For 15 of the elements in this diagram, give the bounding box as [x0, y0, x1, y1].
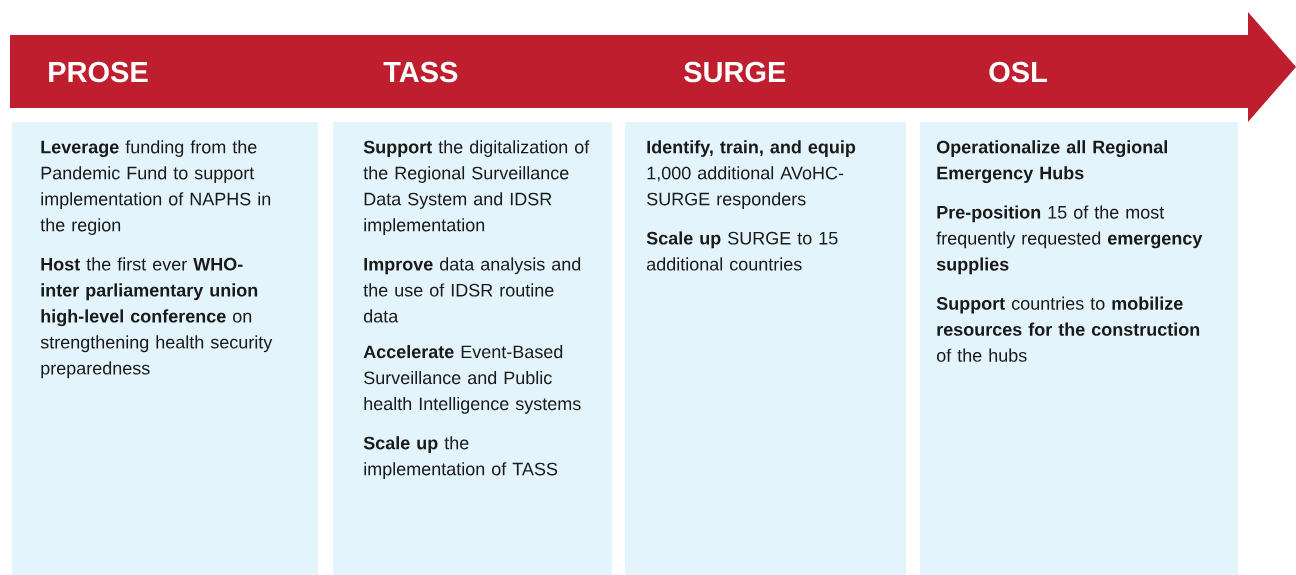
- panel-text: Pre-position 15 of the most frequently requested emergency supplies: [936, 205, 1203, 275]
- column-heading: OSL: [989, 61, 1047, 83]
- panel-text: Support the digitalization of the Regional Surveillance Data System and IDSR implementation: [363, 140, 590, 235]
- column-heading: SURGE: [684, 61, 786, 83]
- panel-text: Scale up SURGE to 15 additional countries: [646, 231, 838, 271]
- panel-text: Host the first ever WHO-inter parliamentary union high-level conference on strengthening health security preparedness: [40, 257, 273, 379]
- panel-text: Scale up the implementation of TASS: [363, 436, 558, 479]
- panel-text: Support countries to mobilize resources for the construction of the hubs: [936, 296, 1200, 362]
- panel-text: Leverage funding from the Pandemic Fund to support implementation of NAPHS in the region: [40, 140, 271, 235]
- panel-text: Identify, train, and equip 1,000 additional AVoHC-SURGE responders: [647, 140, 856, 209]
- panel-text: Operationalize all Regional Emergency Hubs: [936, 140, 1167, 184]
- column-heading: PROSE: [49, 61, 148, 83]
- panel-text: Accelerate Event-Based Surveillance and Public health Intelligence systems: [363, 345, 581, 414]
- panel-text: Improve data analysis and the use of IDSR routine data: [363, 257, 581, 323]
- column-heading: TASS: [383, 61, 458, 83]
